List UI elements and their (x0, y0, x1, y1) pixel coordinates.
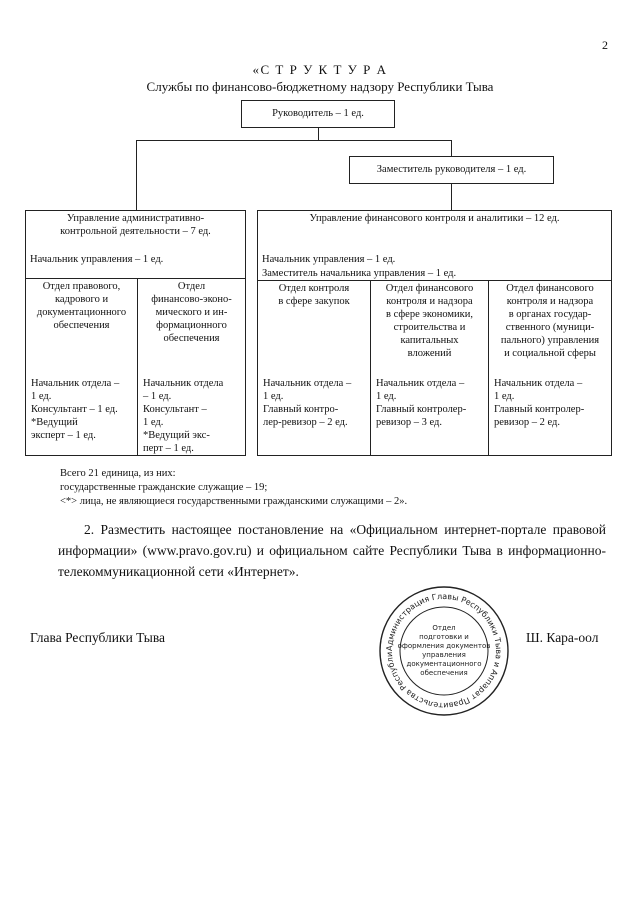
svg-text:обеспечения: обеспечения (420, 669, 467, 677)
divider (488, 280, 489, 455)
document-subtitle: Службы по финансово-бюджетному надзору Р… (146, 79, 494, 94)
divider (370, 280, 371, 455)
right-dept-deputy: Заместитель начальника управления – 1 ед… (262, 268, 457, 279)
left-dept-title: Управление административно- (66, 213, 205, 224)
head-box: Руководитель – 1 ед. (241, 100, 395, 128)
svg-text:оформления документов: оформления документов (398, 642, 491, 650)
right-department: Управление финансового контроля и аналит… (257, 210, 612, 456)
svg-text:подготовки и: подготовки и (419, 633, 469, 641)
note-total: Всего 21 единица, из них: (60, 468, 176, 479)
document-title: «С Т Р У К Т У Р А (252, 62, 388, 77)
connector (318, 128, 319, 140)
divider (258, 280, 611, 281)
connector (136, 140, 137, 210)
deputy-box: Заместитель руководителя – 1 ед. (349, 156, 554, 184)
svg-text:Отдел: Отдел (432, 624, 455, 632)
head-label: Руководитель – 1 ед. (272, 108, 364, 119)
left-dept-head: Начальник управления – 1 ед. (30, 254, 164, 265)
deputy-label: Заместитель руководителя – 1 ед. (376, 164, 527, 175)
section-staff-left-2: Начальник отдела– 1 ед.Консультант –1 ед… (143, 378, 224, 454)
left-department: Управление административно- контрольной … (25, 210, 246, 456)
svg-text:документационного: документационного (406, 660, 481, 668)
note-civil: государственные гражданские служащие – 1… (60, 482, 268, 493)
paragraph-2: 2. Разместить настоящее постановление на… (58, 522, 606, 579)
section-staff-right-1: Начальник отдела –1 ед.Главный контро-ле… (263, 378, 352, 428)
page-number: 2 (602, 38, 608, 52)
divider (137, 278, 138, 455)
signature-title: Глава Республики Тыва (30, 630, 166, 645)
section-staff-right-2: Начальник отдела –1 ед.Главный контролер… (376, 378, 467, 428)
section-staff-left-1: Начальник отдела –1 ед.Консультант – 1 е… (31, 378, 120, 441)
note-other: <*> лица, не являющиеся государственными… (60, 496, 408, 507)
right-dept-head: Начальник управления – 1 ед. (262, 254, 396, 265)
signature-name: Ш. Кара-оол (526, 630, 599, 645)
connector (136, 140, 451, 141)
seal-stamp-icon: Администрация Главы Республики Тыва и Ап… (374, 577, 511, 718)
divider (26, 278, 245, 279)
section-staff-right-3: Начальник отдела –1 ед.Главный контролер… (494, 378, 585, 428)
svg-text:управления: управления (422, 651, 466, 659)
right-dept-title: Управление финансового контроля и аналит… (309, 213, 560, 224)
left-dept-title: контрольной деятельности – 7 ед. (60, 226, 211, 237)
